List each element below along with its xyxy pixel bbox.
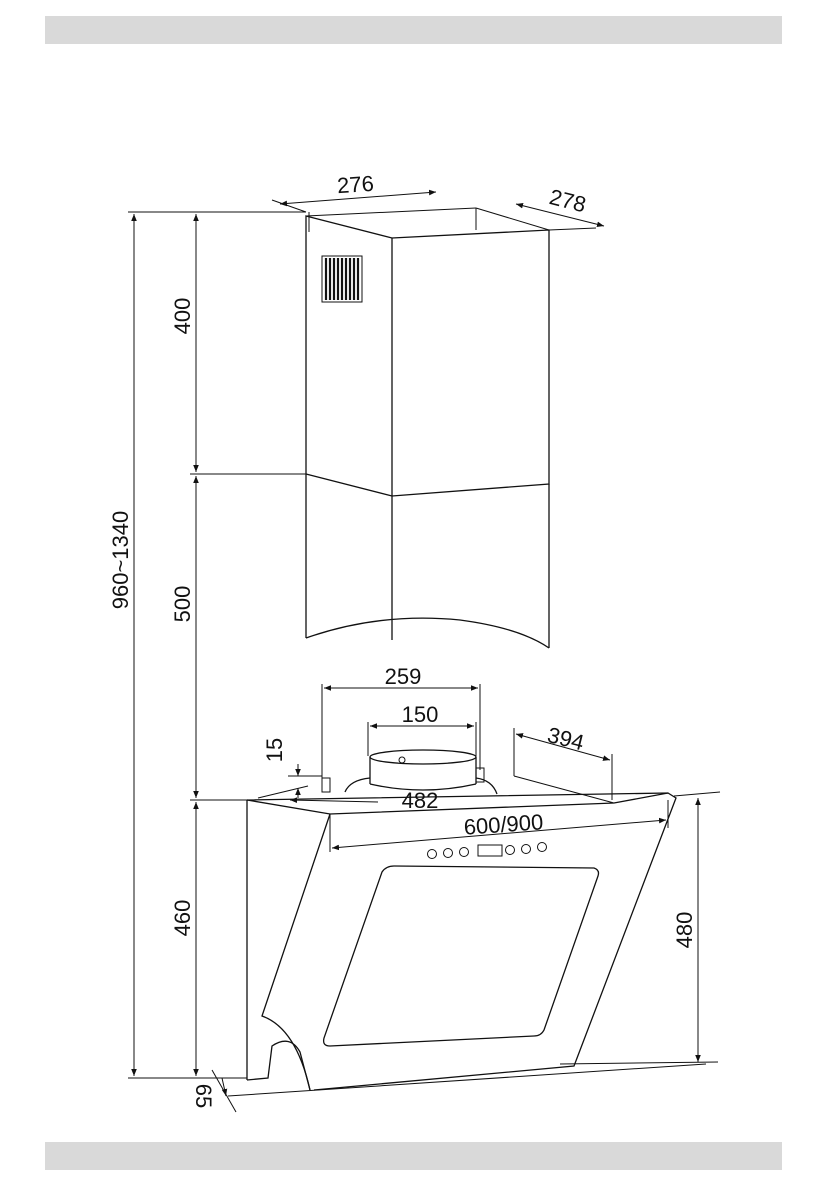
lower-chimney-height-label: 500 <box>170 586 195 623</box>
vent-grille-icon <box>322 256 362 302</box>
body-depth-label: 394 <box>545 722 587 755</box>
hood-body <box>247 776 676 1090</box>
control-button-icon[interactable] <box>428 850 437 859</box>
control-panel <box>428 843 547 859</box>
flange-offset-label: 15 <box>262 738 287 762</box>
control-button-icon[interactable] <box>444 849 453 858</box>
top-width-label: 482 <box>402 788 439 813</box>
bottom-offset-label: 65 <box>191 1084 216 1108</box>
chimney-lower <box>306 474 549 648</box>
display-screen <box>478 845 502 856</box>
total-height-label: 960~1340 <box>108 511 133 610</box>
control-button-icon[interactable] <box>538 843 547 852</box>
chimney-width-label: 276 <box>336 171 374 199</box>
hood-front-height-label: 480 <box>672 912 697 949</box>
hood-width-label: 600/900 <box>463 809 544 839</box>
chimney-depth-label: 278 <box>547 184 589 217</box>
duct-diameter-label: 150 <box>402 702 439 727</box>
glass-panel <box>324 866 599 1046</box>
control-button-icon[interactable] <box>522 845 531 854</box>
flange-width-label: 259 <box>385 664 422 689</box>
extension-lines <box>128 200 720 1112</box>
control-button-icon[interactable] <box>506 846 515 855</box>
control-button-icon[interactable] <box>460 848 469 857</box>
dimension-lines <box>134 192 698 1096</box>
chimney-upper <box>306 208 549 496</box>
hood-body-height-label: 460 <box>170 900 195 937</box>
upper-chimney-height-label: 400 <box>170 298 195 335</box>
